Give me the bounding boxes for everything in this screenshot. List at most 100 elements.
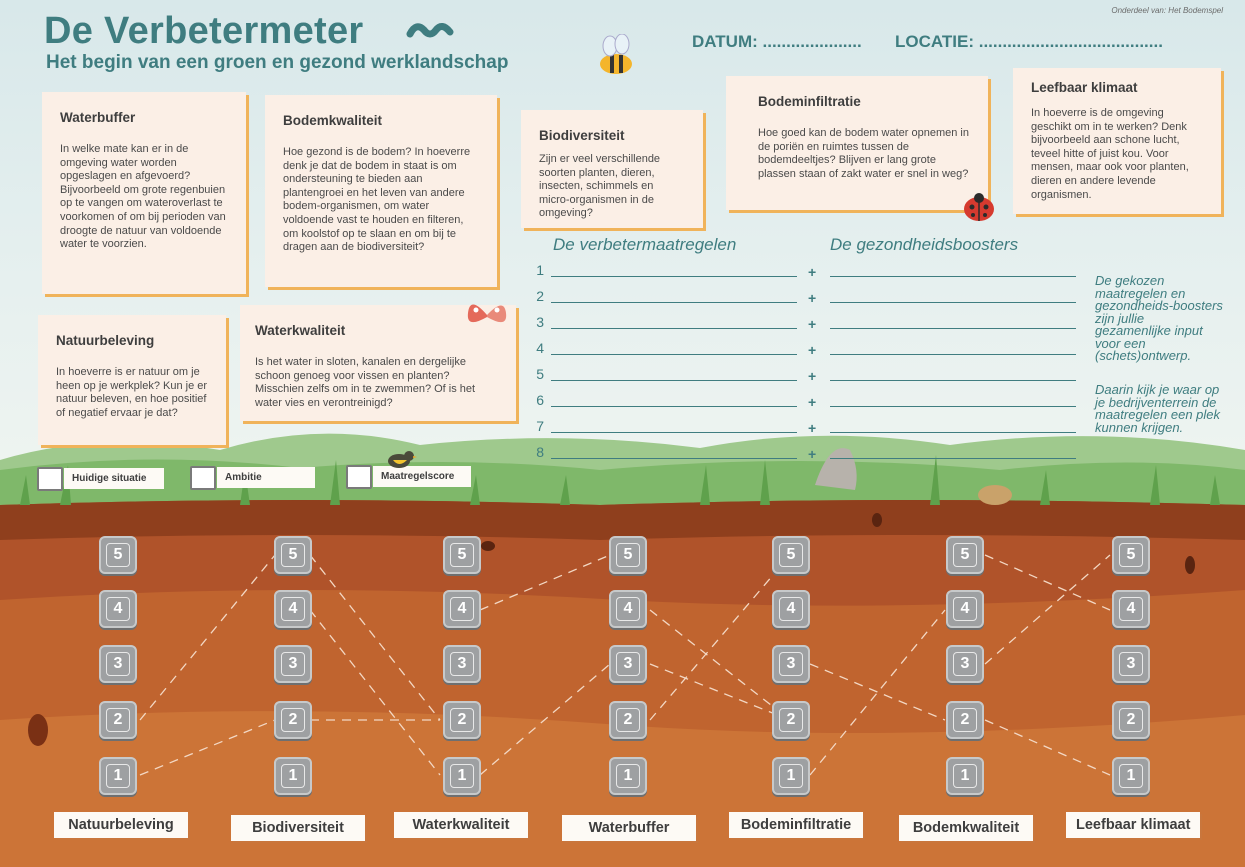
card-body: In welke mate kan er in de omgeving wate…: [60, 143, 226, 251]
score-tile[interactable]: 5: [274, 536, 312, 574]
booster-input-line[interactable]: [830, 276, 1076, 277]
score-tile[interactable]: 3: [946, 645, 984, 683]
column-label: Natuurbeleving: [54, 812, 188, 838]
booster-input-line[interactable]: [830, 458, 1076, 459]
score-tile[interactable]: 5: [443, 536, 481, 574]
score-tile[interactable]: 5: [1112, 536, 1150, 574]
maatregel-input-line[interactable]: [551, 354, 797, 355]
score-tile[interactable]: 3: [1112, 645, 1150, 683]
grid-row-number: 3: [536, 314, 544, 330]
score-tile[interactable]: 5: [772, 536, 810, 574]
score-value: 4: [450, 597, 474, 621]
maatregel-input-line[interactable]: [551, 276, 797, 277]
score-tile[interactable]: 4: [946, 590, 984, 628]
score-value: 2: [281, 708, 305, 732]
plus-sign: +: [808, 316, 817, 332]
booster-input-line[interactable]: [830, 354, 1076, 355]
credit-text: Onderdeel van: Het Bodemspel: [1111, 6, 1223, 15]
locatie-field[interactable]: LOCATIE: ...............................…: [895, 32, 1163, 51]
legend-checkbox-maatregel[interactable]: [346, 465, 372, 489]
score-tile[interactable]: 1: [1112, 757, 1150, 795]
dashed-connector: [309, 554, 441, 721]
maatregel-input-line[interactable]: [551, 328, 797, 329]
dashed-connector: [649, 609, 791, 721]
score-tile[interactable]: 3: [99, 645, 137, 683]
legend-checkbox-ambitie[interactable]: [190, 466, 216, 490]
grid-row-number: 2: [536, 288, 544, 304]
dashed-connector: [809, 609, 946, 776]
booster-input-line[interactable]: [830, 432, 1076, 433]
dashed-connector: [984, 554, 1111, 665]
score-value: 4: [1119, 597, 1143, 621]
maatregel-input-line[interactable]: [551, 302, 797, 303]
score-value: 2: [953, 708, 977, 732]
dashed-connector: [139, 719, 276, 776]
score-value: 2: [616, 708, 640, 732]
datum-field[interactable]: DATUM: .....................: [692, 32, 862, 51]
booster-input-line[interactable]: [830, 406, 1076, 407]
dashed-connector: [984, 554, 1111, 611]
score-value: 1: [779, 764, 803, 788]
bird-icon: [388, 451, 417, 468]
maatregel-input-line[interactable]: [551, 432, 797, 433]
score-value: 5: [1119, 543, 1143, 567]
score-value: 5: [450, 543, 474, 567]
maatregel-input-line[interactable]: [551, 406, 797, 407]
booster-input-line[interactable]: [830, 380, 1076, 381]
score-tile[interactable]: 2: [946, 701, 984, 739]
dashed-connector: [649, 663, 791, 721]
score-tile[interactable]: 3: [274, 645, 312, 683]
score-tile[interactable]: 1: [274, 757, 312, 795]
card-bodemkwaliteit: Bodemkwaliteit Hoe gezond is de bodem? I…: [265, 95, 497, 287]
score-value: 1: [450, 764, 474, 788]
butterfly-icon: [467, 304, 507, 323]
card-bodeminfiltratie: Bodeminfiltratie Hoe goed kan de bodem w…: [726, 76, 988, 210]
score-value: 4: [779, 597, 803, 621]
score-tile[interactable]: 5: [946, 536, 984, 574]
dashed-connector: [139, 554, 276, 721]
score-tile[interactable]: 2: [99, 701, 137, 739]
side-text-input: De gekozen maatregelen en gezondheids-bo…: [1095, 273, 1223, 363]
score-tile[interactable]: 5: [99, 536, 137, 574]
score-tile[interactable]: 4: [1112, 590, 1150, 628]
score-tile[interactable]: 2: [772, 701, 810, 739]
card-body: Is het water in sloten, kanalen en derge…: [255, 356, 476, 409]
score-tile[interactable]: 2: [609, 701, 647, 739]
dashed-connector: [309, 609, 441, 776]
score-tile[interactable]: 5: [609, 536, 647, 574]
score-value: 5: [953, 543, 977, 567]
score-tile[interactable]: 4: [772, 590, 810, 628]
score-tile[interactable]: 1: [609, 757, 647, 795]
legend-checkbox-huidige[interactable]: [37, 467, 63, 491]
booster-input-line[interactable]: [830, 302, 1076, 303]
score-tile[interactable]: 4: [274, 590, 312, 628]
score-tile[interactable]: 4: [443, 590, 481, 628]
score-tile[interactable]: 2: [274, 701, 312, 739]
score-tile[interactable]: 1: [443, 757, 481, 795]
maatregel-input-line[interactable]: [551, 458, 797, 459]
score-tile[interactable]: 1: [772, 757, 810, 795]
score-tile[interactable]: 3: [443, 645, 481, 683]
column-label: Bodeminfiltratie: [729, 812, 863, 838]
score-value: 3: [281, 652, 305, 676]
score-tile[interactable]: 4: [609, 590, 647, 628]
score-value: 3: [1119, 652, 1143, 676]
score-tile[interactable]: 1: [99, 757, 137, 795]
score-tile[interactable]: 1: [946, 757, 984, 795]
card-leefbaar: Leefbaar klimaat In hoeverre is de omgev…: [1013, 68, 1221, 214]
booster-input-line[interactable]: [830, 328, 1076, 329]
score-tile[interactable]: 3: [609, 645, 647, 683]
plus-sign: +: [808, 446, 817, 462]
card-body: Zijn er veel verschillende soorten plant…: [539, 153, 661, 220]
card-waterbuffer: Waterbuffer In welke mate kan er in de o…: [42, 92, 246, 294]
score-tile[interactable]: 4: [99, 590, 137, 628]
column-label: Waterkwaliteit: [394, 812, 528, 838]
score-tile[interactable]: 3: [772, 645, 810, 683]
score-tile[interactable]: 2: [443, 701, 481, 739]
plus-sign: +: [808, 290, 817, 306]
card-body: Hoe gezond is de bodem? In hoeverre denk…: [283, 146, 471, 254]
score-value: 3: [779, 652, 803, 676]
maatregel-input-line[interactable]: [551, 380, 797, 381]
score-tile[interactable]: 2: [1112, 701, 1150, 739]
page-subtitle: Het begin van een groen en gezond werkla…: [46, 52, 509, 73]
